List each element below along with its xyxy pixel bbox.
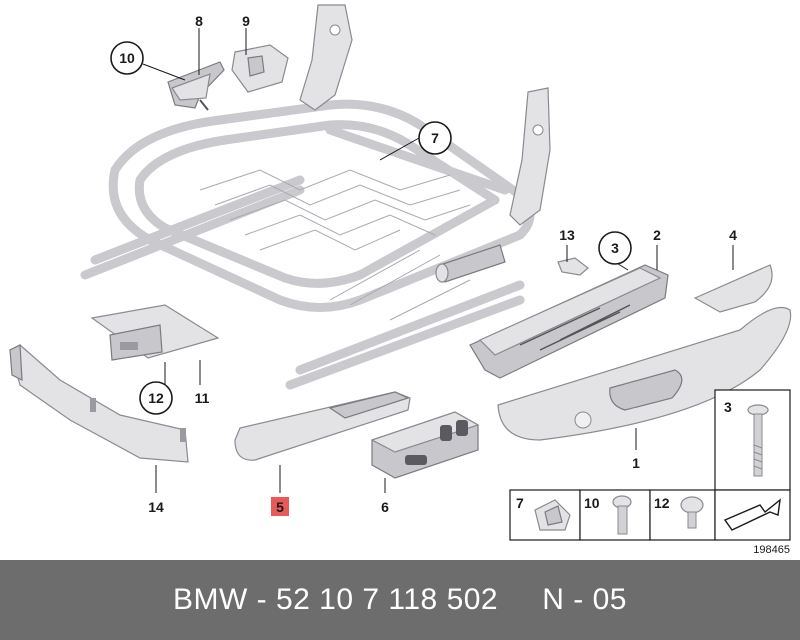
svg-text:3: 3 [611, 240, 619, 256]
callout-12: 12 [139, 381, 173, 415]
carrier-part-2 [469, 264, 669, 379]
callout-7: 7 [418, 121, 452, 155]
side-panel-part-1 [497, 306, 792, 441]
svg-text:12: 12 [148, 390, 164, 406]
callout-6: 6 [381, 499, 389, 515]
callout-3: 3 [598, 231, 632, 265]
callout-4: 4 [729, 227, 737, 243]
screw-10-icon [612, 495, 632, 535]
clip-part-13 [557, 257, 589, 276]
callout-10: 10 [110, 41, 144, 75]
footer-text: BMW - 52 10 7 118 502 N - 05 [173, 583, 627, 616]
control-unit-part-11 [90, 304, 220, 361]
parts-diagram: 10 8 9 7 13 3 2 4 1 6 5 14 12 11 3 7 [9, 4, 792, 556]
callout-13: 13 [559, 227, 575, 243]
svg-text:7: 7 [431, 130, 439, 146]
hardware-panel: 3 7 10 12 198465 [509, 389, 791, 556]
svg-text:7: 7 [516, 495, 524, 511]
trim-part-14 [9, 344, 189, 463]
screw-3-icon [747, 404, 769, 477]
callout-1: 1 [632, 455, 640, 471]
cover-part-5 [234, 391, 411, 461]
reference-number: 198465 [753, 544, 790, 556]
seat-frame-illustration [80, 4, 551, 390]
callout-5-highlighted: 5 [271, 497, 289, 516]
cover-part-9 [231, 44, 289, 93]
leader-lines [142, 28, 734, 493]
svg-text:12: 12 [654, 495, 670, 511]
clip-7-icon [534, 499, 571, 531]
cap-part-4 [693, 264, 773, 313]
callout-11: 11 [195, 390, 210, 406]
callout-8: 8 [195, 13, 203, 29]
arrow-icon [723, 498, 781, 531]
switch-part-6 [370, 411, 480, 479]
svg-text:3: 3 [724, 399, 732, 415]
svg-text:10: 10 [119, 50, 135, 66]
screw-12-icon [680, 496, 704, 529]
svg-text:10: 10 [584, 495, 600, 511]
callout-9: 9 [242, 13, 250, 29]
svg-text:5: 5 [276, 499, 284, 515]
callout-14: 14 [148, 499, 164, 515]
bracket-part-8 [167, 61, 225, 111]
part-number-footer: BMW - 52 10 7 118 502 N - 05 [0, 560, 800, 640]
callout-2: 2 [653, 227, 661, 243]
